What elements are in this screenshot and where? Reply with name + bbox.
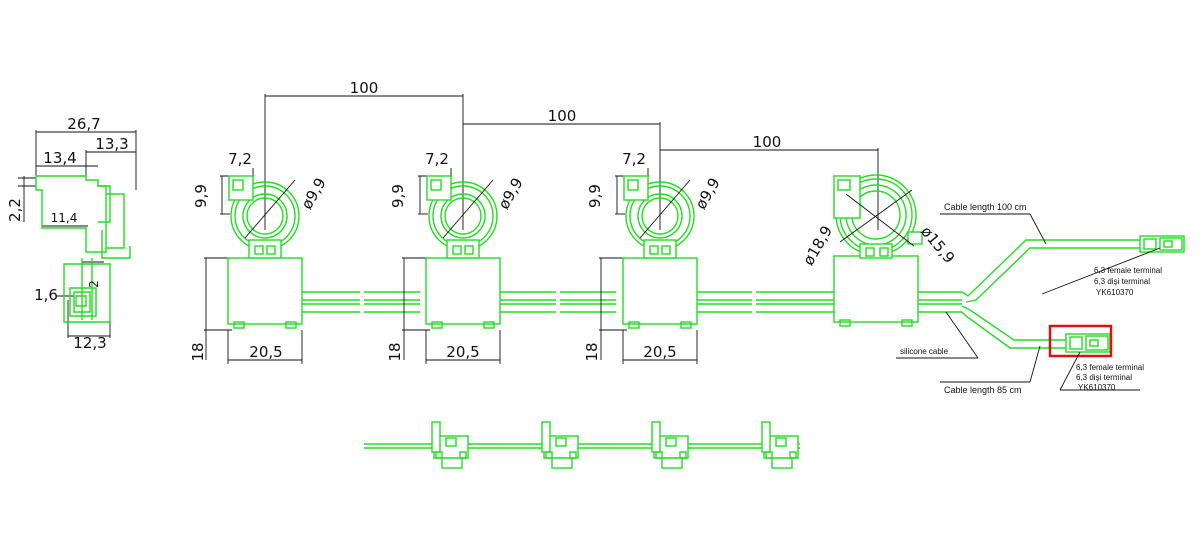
strip-clips [431,421,799,469]
dim-2: 2 [87,280,101,288]
strip-clip [431,421,469,469]
holder-2-height: 9,9 [389,184,407,208]
cable-length-bottom: Cable length 85 cm [944,385,1022,395]
dim-2-2: 2,2 [6,198,24,222]
terminal-top-line2: 6,3 dişi terminal [1094,277,1150,286]
dim-13-4: 13,4 [43,149,76,167]
holder-1-width: 7,2 [228,150,252,168]
holder-3-diameter: ø9,9 [692,175,724,213]
holder-2-body-height: 18 [386,342,404,361]
cable-leaders [896,213,1161,391]
lamp-holder [402,168,501,364]
holder-3-body-height: 18 [583,342,601,361]
cable-length-top: Cable length 100 cm [944,202,1027,212]
cable-run [302,235,1185,353]
pitch-dimension-lines [264,94,879,230]
pitch-3: 100 [753,133,782,151]
strip-clip [761,421,799,469]
holder-2-width: 7,2 [425,150,449,168]
terminal-bottom-line1: 6,3 female terminal [1076,363,1144,372]
holder-3-width: 7,2 [622,150,646,168]
last-holder-outer: ø18,9 [799,223,836,269]
last-holder [833,174,923,327]
holder-3-height: 9,9 [586,184,604,208]
pitch-1: 100 [350,79,379,97]
holder-1-height: 9,9 [192,184,210,208]
side-view [18,130,137,338]
dim-1-6: 1,6 [34,286,58,304]
dim-26-7: 26,7 [67,115,100,133]
last-holder-inner: ø15,9 [917,223,958,267]
holders-layer [204,168,698,364]
terminal-bottom-line2: 6,3 dişi terminal [1076,373,1132,382]
lamp-holder [204,168,303,364]
terminal-top-line1: 6,3 female terminal [1094,266,1162,275]
pitch-2: 100 [548,107,577,125]
highlight-box [1048,324,1113,358]
terminal-bottom-line3: YK610370 [1078,383,1116,392]
holder-1-diameter: ø9,9 [298,175,330,213]
dim-12-3: 12,3 [73,334,106,352]
holder-1-body-height: 18 [189,342,207,361]
holder-1-labels: 7,2 9,9 ø9,9 20,5 18 [189,150,330,362]
holder-2-diameter: ø9,9 [495,175,527,213]
top-view-strip [364,443,800,449]
terminal-top-line3: YK610370 [1096,288,1134,297]
holder-3-body-width: 20,5 [643,343,676,361]
holder-1-body-width: 20,5 [249,343,282,361]
dim-11-4: 11,4 [51,211,78,225]
strip-clip [541,421,579,469]
lamp-holder [599,168,698,364]
strip-clip [651,421,689,469]
silicone-cable-label: silicone cable [900,347,949,356]
dim-13-3: 13,3 [95,135,128,153]
holder-2-body-width: 20,5 [446,343,479,361]
